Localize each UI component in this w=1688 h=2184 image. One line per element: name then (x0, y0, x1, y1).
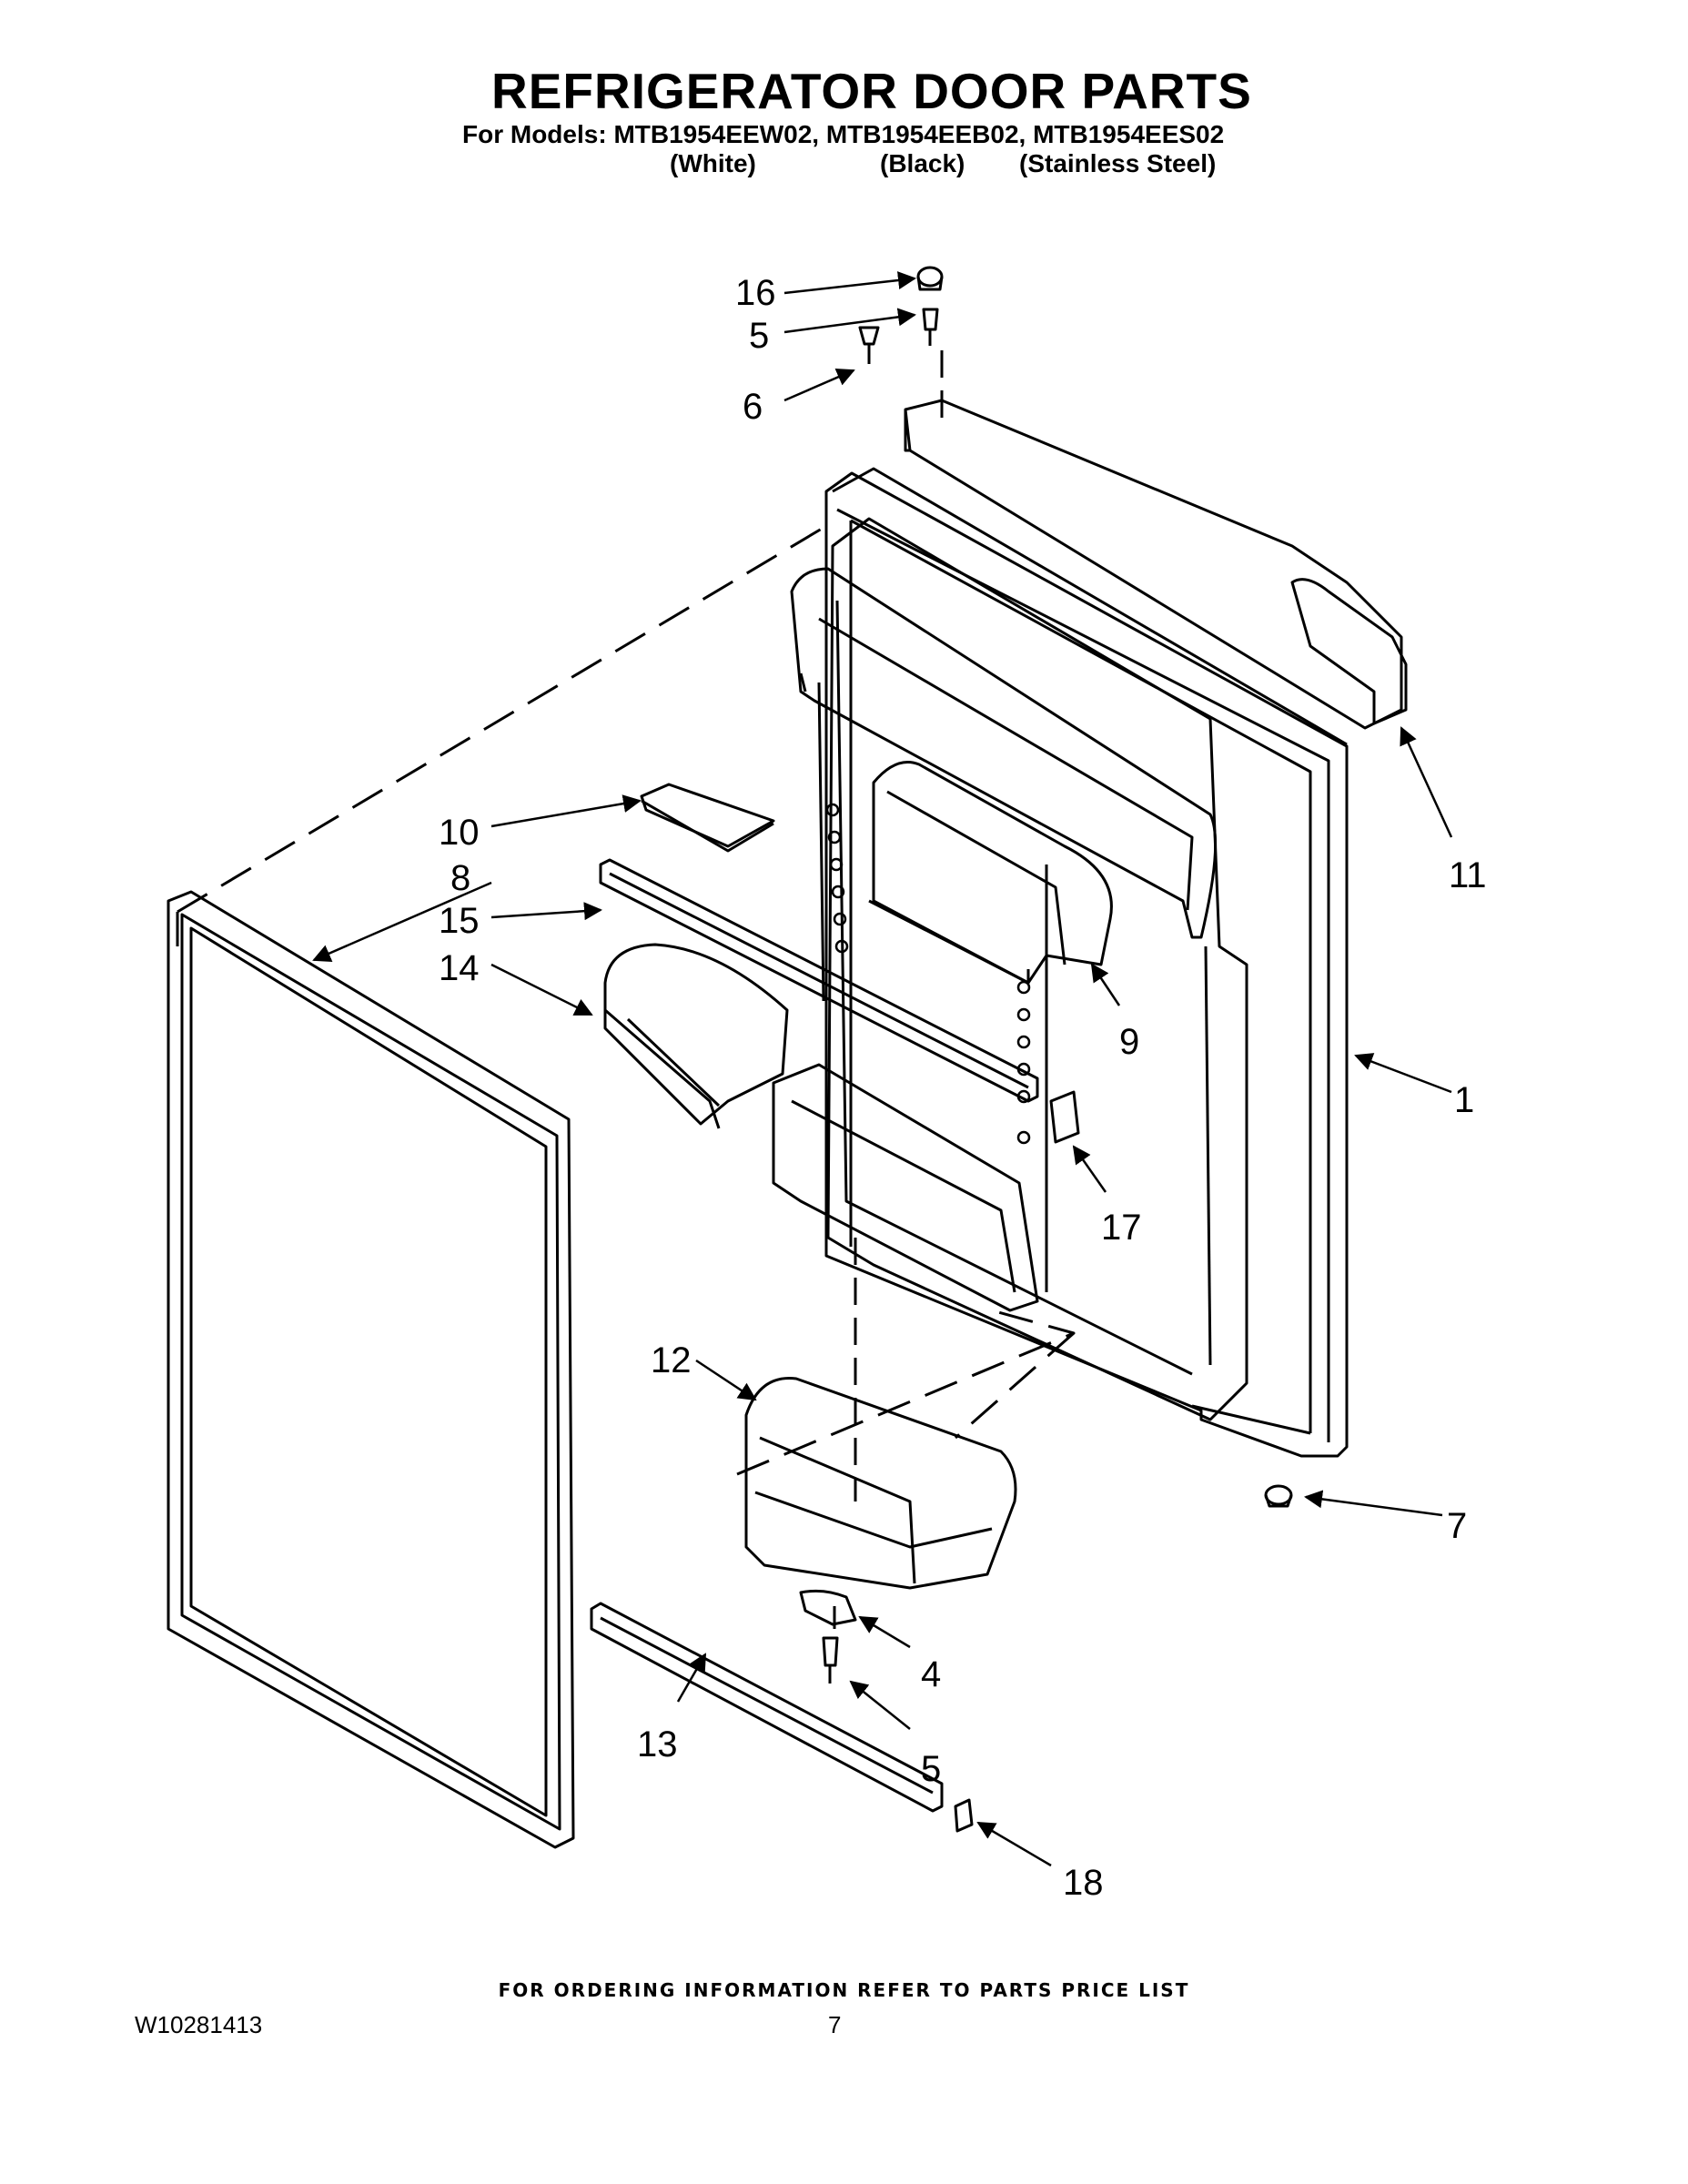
door-bin-lower (744, 1377, 1017, 1590)
door-assembly (772, 399, 1403, 1458)
hinge-cover (1290, 578, 1408, 725)
cap-plug (916, 266, 944, 291)
lower-frame (772, 1063, 1039, 1312)
callout-4: 4 (921, 1654, 941, 1694)
models-line: For Models: MTB1954EEW02, MTB1954EEB02, … (462, 120, 1225, 148)
document-number: W10281413 (135, 2011, 263, 2038)
callout-6: 6 (743, 387, 763, 427)
bottom-hinge (799, 1589, 857, 1629)
callout-13: 13 (637, 1724, 678, 1764)
hinge-screw-bottom (822, 1636, 839, 1684)
callout-16: 16 (735, 273, 776, 313)
door-gasket (167, 890, 575, 1849)
callout-12: 12 (651, 1340, 692, 1380)
dashed-guide-line-center (854, 350, 944, 1502)
upper-shelf-rail (790, 567, 1218, 939)
callout-5-top: 5 (749, 316, 769, 356)
callout-1: 1 (1454, 1080, 1474, 1120)
trim-clip (954, 1798, 974, 1833)
door-outer-panel (824, 471, 1349, 1458)
butter-lid (640, 783, 775, 853)
bottom-trim-strip (590, 1602, 944, 1813)
door-top-cap (904, 399, 1403, 730)
hinge-screw-top (922, 308, 939, 346)
callout-labels: 16 5 6 10 8 15 14 11 9 1 17 12 7 4 5 13 … (439, 273, 1487, 1903)
dashed-guide-lines (176, 524, 1076, 1476)
variant-stainless-steel: (Stainless Steel) (1019, 149, 1217, 177)
page-number: 7 (828, 2011, 842, 2038)
bushing (1264, 1484, 1293, 1508)
callout-10: 10 (439, 813, 480, 853)
callout-18: 18 (1063, 1863, 1104, 1903)
callout-9: 9 (1119, 1022, 1139, 1062)
callout-17: 17 (1101, 1208, 1142, 1248)
callout-5-bottom: 5 (921, 1749, 941, 1789)
ordering-note: FOR ORDERING INFORMATION REFER TO PARTS … (498, 1979, 1190, 2001)
door-bin-upper (868, 761, 1113, 985)
door-liner (826, 517, 1248, 1421)
callout-11: 11 (1449, 855, 1487, 895)
shelf-clip (1049, 1090, 1080, 1144)
callout-8: 8 (450, 858, 470, 898)
variant-white: (White) (670, 149, 756, 177)
variant-black: (Black) (880, 149, 965, 177)
callout-7: 7 (1447, 1506, 1467, 1546)
page-title: REFRIGERATOR DOOR PARTS (491, 63, 1252, 119)
callout-15: 15 (439, 901, 480, 941)
dairy-bin (603, 943, 789, 1129)
shelf-bar (599, 858, 1039, 1103)
hinge-pin (858, 326, 880, 364)
callout-14: 14 (439, 948, 480, 988)
